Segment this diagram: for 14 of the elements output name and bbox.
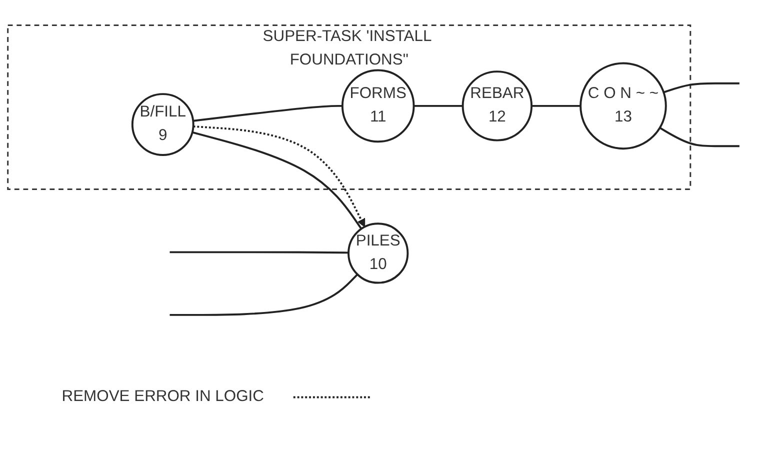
node-circle: C O N ~ ~ 13 <box>580 62 667 150</box>
node-circle: FORMS 11 <box>341 69 415 143</box>
node-text: REMOVE ERROR IN LOGIC <box>62 388 264 406</box>
connector <box>659 126 740 148</box>
node-circle: REBAR 12 <box>462 70 533 142</box>
connector <box>170 251 349 254</box>
connector <box>170 274 358 316</box>
connector <box>532 104 581 107</box>
connector <box>414 104 463 107</box>
connector <box>293 396 372 398</box>
connector <box>193 104 342 122</box>
connector <box>663 82 740 94</box>
node-circle: PILES 10 <box>348 222 409 284</box>
node-circle: B/FILL 9 <box>131 93 194 156</box>
